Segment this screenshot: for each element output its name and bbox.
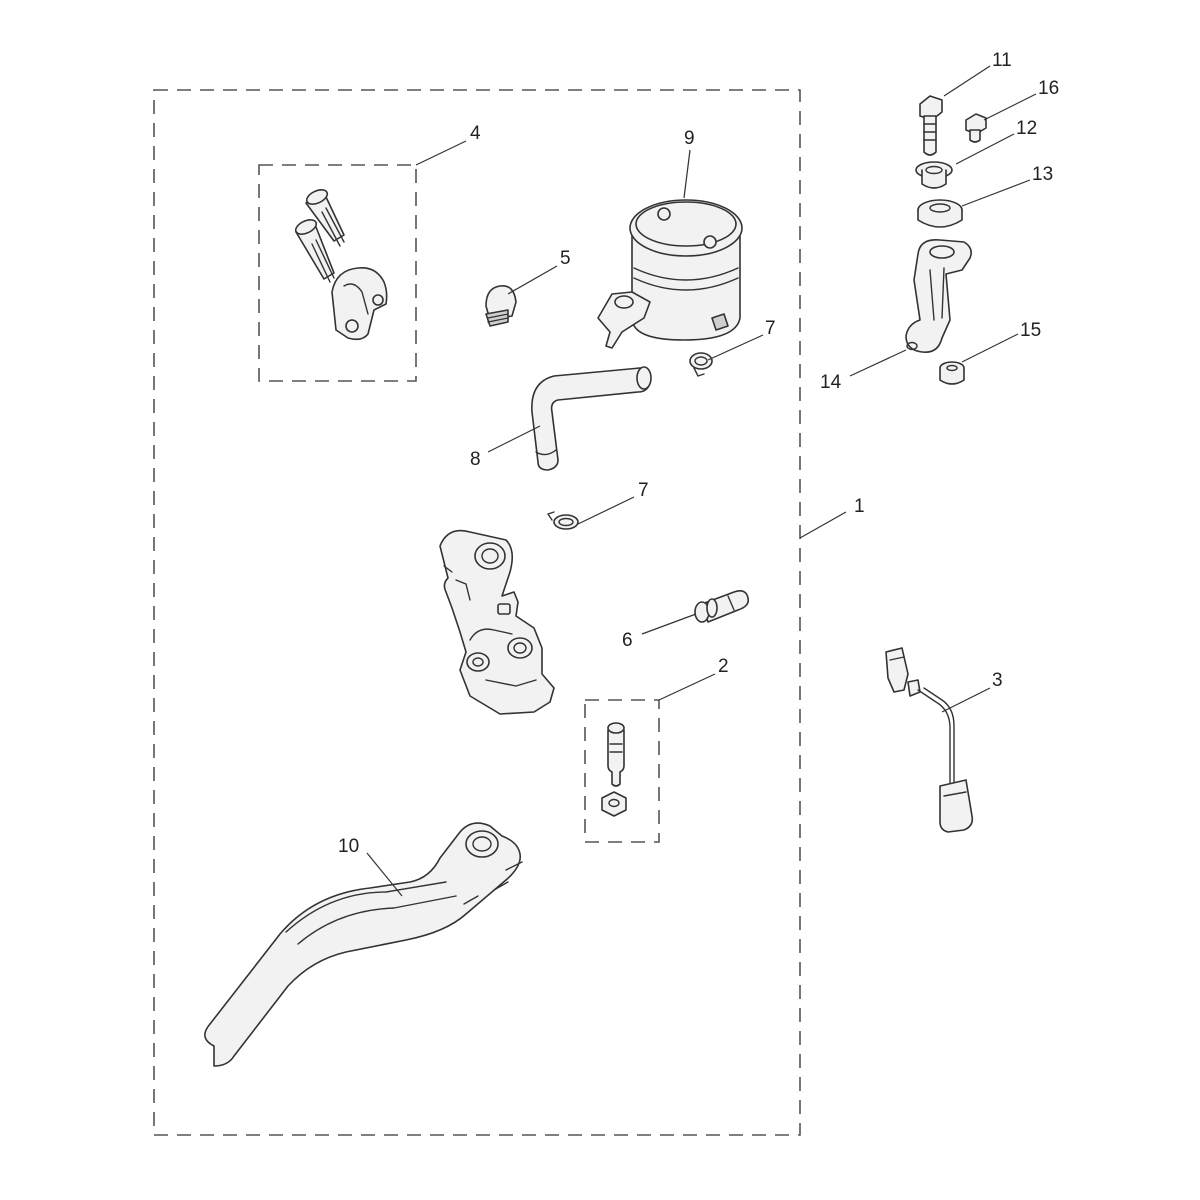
callout-4: 4 [470, 123, 481, 144]
fluid-reservoir[interactable] [597, 199, 743, 349]
bracket-bolt[interactable] [919, 95, 943, 156]
callout-2: 2 [718, 656, 729, 677]
callout-16: 16 [1038, 78, 1059, 99]
callout-15: 15 [1020, 320, 1041, 341]
bracket-nut[interactable] [939, 361, 965, 385]
callout-1: 1 [854, 496, 865, 517]
hose-clip-upper[interactable] [689, 352, 713, 377]
callout-5: 5 [560, 248, 571, 269]
callout-labels: 1 2 3 4 5 6 7 7 8 9 10 11 12 13 14 15 16 [338, 50, 1059, 857]
callout-3: 3 [992, 670, 1003, 691]
callout-10: 10 [338, 836, 359, 857]
callout-9: 9 [684, 128, 695, 149]
reservoir-bracket[interactable] [905, 238, 972, 354]
callout-13: 13 [1032, 164, 1053, 185]
reservoir-hose[interactable] [531, 366, 652, 471]
rubber-grommet[interactable] [917, 199, 963, 228]
callout-6: 6 [622, 630, 633, 651]
kit-boundary-dashed [153, 89, 801, 1136]
callout-14: 14 [820, 372, 842, 393]
callout-7-upper: 7 [765, 318, 776, 339]
clamp-bolt-upper[interactable] [304, 187, 345, 247]
pivot-pin[interactable] [607, 722, 625, 787]
clamp-bolt-lower[interactable] [293, 217, 335, 283]
callout-8: 8 [470, 449, 481, 470]
callout-11: 11 [992, 50, 1012, 71]
clutch-lever[interactable] [204, 822, 523, 1067]
subkit-4-boundary [258, 164, 417, 382]
subkit-2-boundary [584, 699, 660, 843]
lever-switch-plunger[interactable] [694, 590, 750, 623]
master-cylinder-body[interactable] [439, 529, 555, 715]
clutch-switch-harness[interactable] [885, 647, 974, 833]
callout-7-lower: 7 [638, 480, 649, 501]
callout-12: 12 [1016, 118, 1037, 139]
hose-clip-lower[interactable] [547, 511, 579, 530]
leader-lines [366, 65, 1037, 897]
pivot-nut[interactable] [601, 791, 627, 817]
bracket-washer[interactable] [915, 161, 953, 189]
small-screw[interactable] [965, 113, 987, 143]
handlebar-clamp[interactable] [331, 266, 388, 341]
